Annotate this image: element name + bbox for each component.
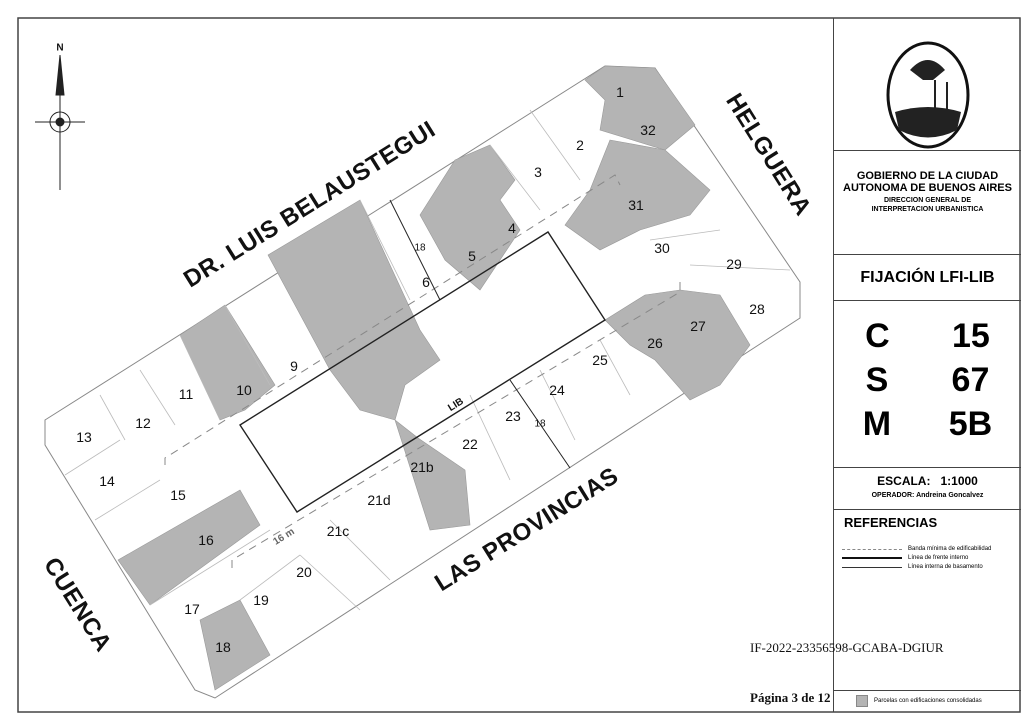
title-block: GOBIERNO DE LA CIUDAD AUTONOMA DE BUENOS…: [833, 18, 1021, 712]
parcel-label: 32: [640, 122, 656, 138]
parcel-lines: [64, 109, 791, 611]
legend-item: Línea de frente interno: [842, 555, 1021, 561]
block-label: M: [862, 405, 892, 443]
parcel-label: 5: [468, 248, 476, 264]
legend-item: Línea interna de basamento: [842, 564, 1021, 570]
cadastral-ids: C 15 S 67 M 5B: [834, 300, 1021, 468]
grey-swatch-icon: [856, 695, 868, 707]
parcel-label: 3: [534, 164, 542, 180]
section-value: 67: [951, 361, 990, 399]
depth-label: 18: [534, 418, 546, 430]
parcel-label: 22: [462, 436, 478, 452]
parcel-label: 28: [749, 301, 765, 317]
references-section: REFERENCIAS Banda mínima de edificabilid…: [834, 510, 1021, 691]
circ-label: C: [865, 317, 890, 355]
section-label: S: [865, 361, 889, 399]
parcel-label: 15: [170, 487, 186, 503]
parcel-label: 21c: [326, 523, 350, 539]
dept-line1: DIRECCION GENERAL DE: [884, 197, 971, 204]
parcel-label: 14: [99, 473, 115, 489]
parcel-label: 29: [726, 256, 742, 272]
parcel-label: 2: [576, 137, 584, 153]
legend-item: Banda mínima de edificabilidad: [842, 546, 1021, 552]
parcel-label: 31: [628, 197, 644, 213]
parcel-label: 21d: [367, 492, 391, 508]
depth-line: [389, 199, 441, 301]
parcel-label: 12: [135, 415, 151, 431]
parcel-label: 4: [508, 220, 516, 236]
legend-grey-label: Parcelas con edificaciones consolidadas: [874, 698, 982, 704]
parcel-label: 30: [654, 240, 670, 256]
north-label: N: [56, 42, 64, 54]
depth-label: 18: [414, 242, 426, 254]
dept-line2: INTERPRETACION URBANISTICA: [871, 206, 984, 213]
plan-title: FIJACIÓN LFI-LIB: [834, 255, 1021, 301]
operator-text: OPERADOR: Andreina Goncalvez: [871, 492, 984, 499]
interior-front-line-box: [239, 231, 606, 513]
parcel-label: 27: [690, 318, 706, 334]
parcel-label: 25: [592, 352, 608, 368]
document-id: IF-2022-23356598-GCABA-DGIUR: [750, 640, 944, 655]
parcel-label: 23: [505, 408, 521, 424]
logo-section: [834, 18, 1021, 151]
parcel-label: 6: [422, 274, 430, 290]
parcel-label: 19: [253, 592, 269, 608]
parcel-label: 16: [198, 532, 214, 548]
city-coat-of-arms-icon: [886, 41, 969, 149]
parcel-label: 24: [549, 382, 565, 398]
org-name-line2: AUTONOMA DE BUENOS AIRES: [843, 182, 1012, 194]
parcel-label: 17: [184, 601, 200, 617]
circ-value: 15: [952, 317, 990, 355]
parcel-label: 21b: [410, 459, 434, 475]
parcel-label: 26: [647, 335, 663, 351]
legend-grey: Parcelas con edificaciones consolidadas: [834, 690, 1021, 712]
org-name-line1: GOBIERNO DE LA CIUDAD: [856, 170, 999, 182]
frame: [17, 17, 1021, 713]
parcel-label: 9: [290, 358, 298, 374]
page-number: Página 3 de 12: [750, 690, 831, 705]
parcel-label: 1: [616, 84, 624, 100]
scale-section: ESCALA: 1:1000 OPERADOR: Andreina Goncal…: [834, 468, 1021, 510]
compass-rose: [35, 54, 85, 190]
parcel-label: 13: [76, 429, 92, 445]
minimum-band-line: [164, 174, 681, 568]
scale-text: ESCALA: 1:1000: [877, 474, 978, 488]
references-title: REFERENCIAS: [844, 515, 938, 530]
parcel-label: 20: [296, 564, 312, 580]
depth-line: [509, 379, 571, 469]
block-value: 5B: [948, 405, 993, 443]
org-section: GOBIERNO DE LA CIUDAD AUTONOMA DE BUENOS…: [834, 150, 1021, 255]
parcel-label: 18: [215, 639, 231, 655]
parcel-label: 10: [236, 382, 252, 398]
parcel-label: 11: [178, 386, 194, 402]
